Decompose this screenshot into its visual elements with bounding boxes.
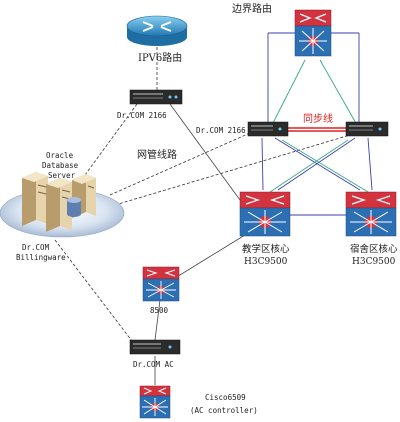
link-oracle-drcom-mid-right [114, 134, 351, 206]
link-mid-right-teach [277, 137, 356, 191]
link-oracle-drcom-ac [54, 239, 136, 346]
link-mid-left-dorm-green [281, 139, 369, 193]
dorm-core-label-line1: 宿舍区核心 [350, 243, 398, 255]
oracle-label-line2: Database [42, 161, 79, 170]
link-drcom-top-teach-core [169, 103, 241, 201]
switch-8500-icon [142, 266, 180, 302]
drcom-2166-mid-left-appliance-icon [247, 121, 289, 137]
ipv6-router-icon [126, 15, 188, 46]
server-tower-left [22, 172, 48, 226]
border-router-label: 边界路由 [232, 2, 272, 15]
link-border-green-right [319, 59, 358, 126]
teaching-core-label-line1: 教学区核心 [242, 243, 290, 255]
dorm-core-switch-icon [345, 191, 397, 237]
drcom-ac-label: Dr.COM AC [133, 360, 174, 369]
cisco-label-line1: Cisco6509 [205, 393, 246, 402]
link-teach-8500 [174, 234, 246, 279]
mgmt-line-label: 网管线路 [137, 148, 177, 161]
drcom-2166-top-label: Dr.COM 2166 [117, 111, 167, 120]
teaching-core-switch-icon [239, 191, 291, 237]
cisco-6509-switch-icon [139, 385, 171, 419]
dorm-core-label-line2: H3C9500 [352, 257, 396, 267]
ipv6-router-label: IPV6路由 [138, 51, 182, 64]
border-router-icon [294, 9, 332, 57]
cisco-label-line2: (AC controller) [190, 406, 258, 415]
link-mid-left-teach [261, 137, 264, 191]
billing-label-line1: Dr.COM [22, 243, 50, 252]
oracle-label-line1: Oracle [46, 151, 74, 160]
link-border-green-left [271, 59, 306, 126]
link-mid-right-teach-green [269, 139, 349, 193]
link-mid-left-dorm [274, 137, 361, 191]
drcom-2166-mid-right-appliance-icon [345, 121, 389, 137]
drcom-ac-appliance-icon [129, 339, 181, 355]
drcom-2166-top-appliance-icon [129, 89, 183, 105]
link-oracle-drcom-mid-left [109, 132, 251, 196]
link-mid-right-dorm [367, 137, 373, 191]
switch-8500-label: 8500 [150, 306, 169, 315]
billing-label-line2: Billingware [16, 253, 66, 262]
sync-line-label: 同步线 [303, 112, 333, 125]
teaching-core-label-line2: H3C9500 [244, 257, 288, 267]
link-8500-ac [154, 299, 161, 341]
oracle-database-server [0, 172, 125, 238]
links [54, 32, 373, 385]
drcom-2166-mid-label: Dr.COM 2166 [196, 126, 246, 135]
database-cylinder-icon [67, 197, 81, 217]
oracle-label-line3: Server [48, 171, 76, 180]
